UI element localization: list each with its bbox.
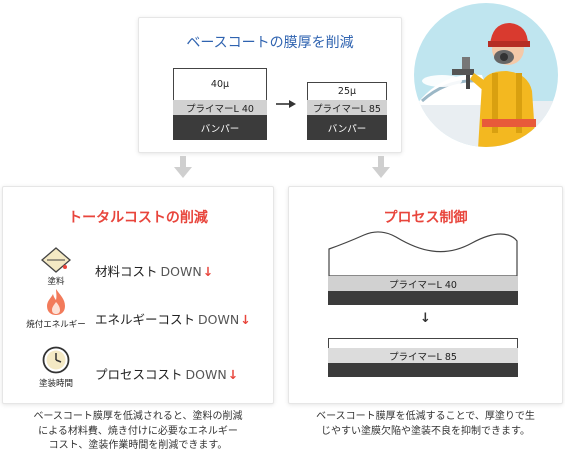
- primer-label-before: プライマーL 40: [186, 103, 254, 115]
- caption-line: ベースコート膜厚を低減することで、厚塗りで生: [316, 411, 535, 422]
- bumper-label-before: バンパー: [200, 123, 240, 135]
- down-arrow-icon-left: [174, 156, 192, 178]
- caption-line: ベースコート膜厚を低減されると、塗料の削減: [33, 411, 243, 422]
- cost-text: 材料コスト: [95, 264, 158, 279]
- flame-icon: [47, 289, 65, 315]
- caption-line: による材料費、焼き付けに必要なエネルギー: [38, 425, 238, 437]
- basecoat-layer-before: 40μ: [173, 68, 267, 100]
- primer-layer-after: プライマーL 85: [307, 100, 387, 115]
- primer-layer-thin: プライマーL 85: [328, 348, 518, 363]
- right-arrow-icon: [276, 100, 296, 108]
- bumper-layer-after: バンパー: [307, 115, 387, 140]
- down-arrow-icon: ↓: [240, 312, 251, 327]
- film-thickness-card: ベースコートの膜厚を削減 40μ プライマーL 40 バンパー 25μ プライマ…: [138, 17, 402, 153]
- icon-label-time: 塗装時間: [38, 379, 73, 389]
- bumper-layer-before: バンパー: [173, 115, 267, 140]
- icon-label-paint: 塗料: [47, 277, 65, 287]
- down-arrow-icon-right: [372, 156, 390, 178]
- painter-illustration: [414, 3, 558, 147]
- primer-label-after: プライマーL 85: [313, 103, 381, 115]
- right-caption: ベースコート膜厚を低減することで、厚塗りで生 じやすい塗膜欠陥や塗装不良を抑制で…: [288, 410, 563, 439]
- left-caption: ベースコート膜厚を低減されると、塗料の削減 による材料費、焼き付けに必要なエネル…: [2, 410, 274, 454]
- caption-line: コスト、塗装作業時間を削減できます。: [48, 440, 228, 451]
- primer-label-thin: プライマーL 85: [389, 351, 457, 363]
- right-card-title: プロセス制御: [383, 210, 468, 226]
- primer-layer-before: プライマーL 40: [173, 100, 267, 115]
- down-label: DOWN: [198, 312, 240, 327]
- primer-layer-thick: プライマーL 40: [328, 276, 518, 291]
- down-arrow-icon: ↓: [202, 264, 214, 279]
- paint-can-icon: [41, 247, 71, 273]
- icon-label-energy: 焼付エネルギー: [26, 320, 86, 330]
- basecoat-layer-after: 25μ: [307, 82, 387, 100]
- substrate-layer-thin: [328, 363, 518, 377]
- caption-line: じやすい塗膜欠陥や塗装不良を抑制できます。: [321, 425, 530, 437]
- uneven-coating-shape: [328, 231, 518, 277]
- thickness-label-before: 40μ: [210, 79, 230, 90]
- clock-icon: [42, 346, 70, 374]
- cost-text: エネルギーコスト: [95, 312, 196, 327]
- substrate-layer-thick: [328, 291, 518, 305]
- bumper-label-after: バンパー: [327, 123, 367, 135]
- down-label: DOWN: [160, 264, 202, 279]
- cost-text: プロセスコスト: [95, 367, 183, 382]
- basecoat-layer-thin: [328, 338, 518, 348]
- left-card-title: トータルコストの削減: [68, 210, 208, 226]
- process-control-card: プロセス制御 プライマーL 40 ↓ プライマーL 85: [288, 186, 563, 404]
- down-arrow-icon-process: ↓: [420, 311, 431, 326]
- thickness-label-after: 25μ: [337, 86, 357, 97]
- top-card-title: ベースコートの膜厚を削減: [186, 35, 354, 51]
- down-arrow-icon: ↓: [227, 367, 239, 382]
- down-label: DOWN: [185, 367, 227, 382]
- primer-label-thick: プライマーL 40: [389, 279, 457, 291]
